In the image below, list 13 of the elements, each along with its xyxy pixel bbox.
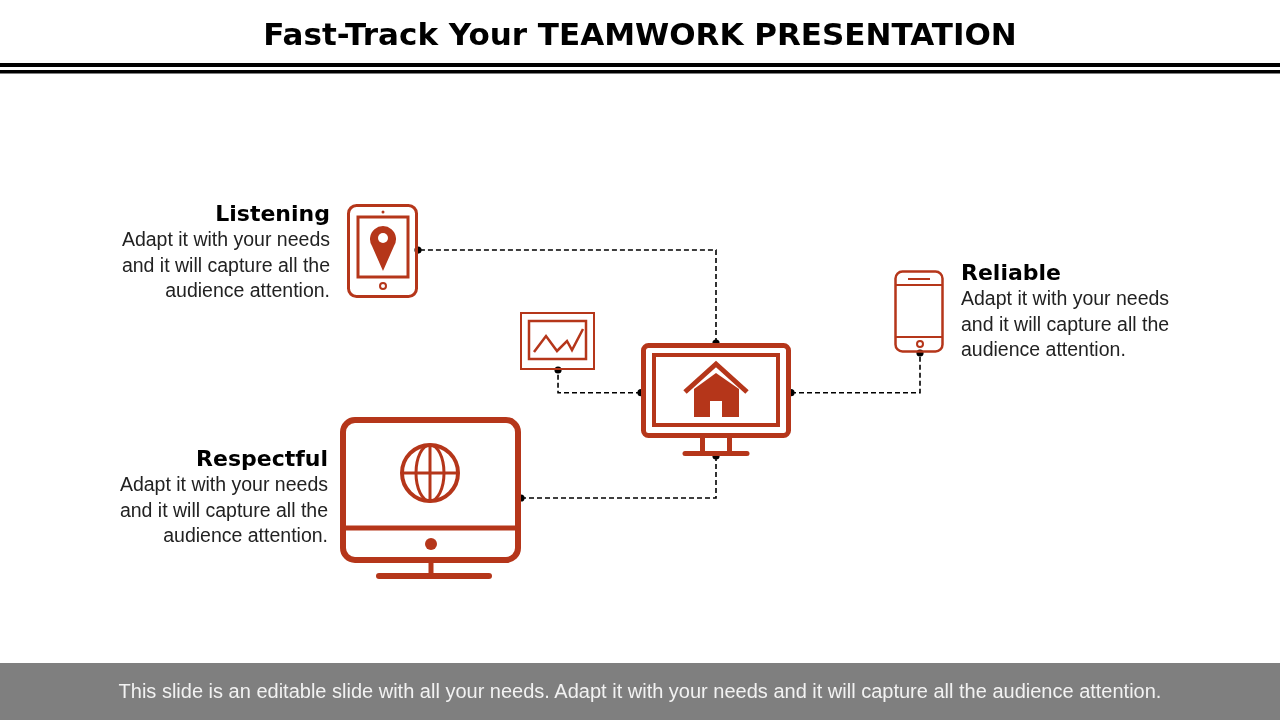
title: Fast-Track Your TEAMWORK PRESENTATION	[263, 16, 1017, 52]
description: Adapt it with your needs and it will capture all the audience attention.	[120, 227, 330, 303]
chart-icon	[520, 312, 595, 370]
phone-icon	[894, 270, 944, 353]
computer-icon	[340, 417, 521, 580]
tablet-icon	[347, 204, 418, 298]
heading: Listening	[214, 201, 330, 227]
heading: Reliable	[961, 260, 1062, 286]
caption: This slide is an editable slide with all your needs. Adapt it with your needs and it will capture all the audience attention.	[118, 680, 1162, 703]
heading: Respectful	[195, 446, 328, 472]
monitor-icon	[641, 343, 791, 456]
description: Adapt it with your needs and it will capture all the audience attention.	[118, 472, 328, 548]
description: Adapt it with your needs and it will capture all the audience attention.	[961, 286, 1171, 362]
